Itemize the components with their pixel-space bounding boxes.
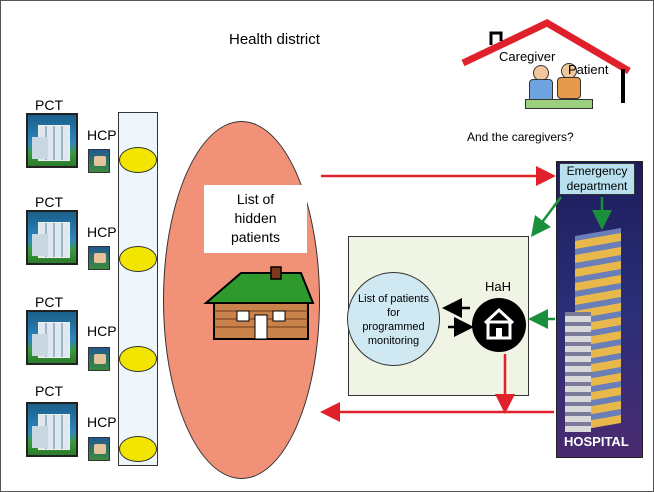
caregiver-label: Caregiver (499, 49, 556, 64)
caregiver-patient-icon (525, 61, 595, 111)
hidden-patients-line: hidden (234, 210, 277, 226)
hah-node (472, 298, 526, 352)
emergency-department-box: Emergency department (559, 163, 635, 195)
hcp-icon (88, 246, 110, 270)
pct-label: PCT (35, 97, 63, 113)
pct-building-icon (26, 113, 78, 168)
pct-building-icon (26, 210, 78, 265)
pct-building-icon (26, 310, 78, 365)
hcp-label: HCP (87, 127, 117, 143)
hospital-label: HOSPITAL (564, 434, 629, 449)
hidden-patients-box: List of hidden patients (204, 185, 307, 253)
monitoring-line: programmed (362, 321, 425, 333)
patient-node (119, 436, 157, 462)
hcp-icon (88, 347, 110, 371)
patient-node (119, 246, 157, 272)
patient-label: Patient (568, 62, 609, 77)
emergency-line: department (566, 179, 628, 193)
hcp-icon (88, 149, 110, 173)
diagram-title: Health district (229, 31, 320, 48)
pct-label: PCT (35, 294, 63, 310)
hah-label: HaH (485, 279, 512, 294)
patient-node (119, 147, 157, 173)
monitoring-line: for (387, 307, 400, 319)
hcp-label: HCP (87, 414, 117, 430)
hcp-icon (88, 437, 110, 461)
green-arrow (531, 196, 562, 237)
hcp-strip (118, 112, 158, 466)
monitoring-line: List of patients (358, 293, 429, 305)
patient-node (119, 346, 157, 372)
caregivers-question: And the caregivers? (467, 130, 574, 144)
roof-icon (461, 19, 631, 75)
monitoring-list-oval: List of patients for programmed monitori… (347, 272, 440, 366)
hidden-patients-line: patients (230, 229, 281, 245)
hidden-patients-line: List of (236, 191, 275, 207)
pct-building-icon (26, 402, 78, 457)
pct-label: PCT (35, 383, 63, 399)
emergency-line: Emergency (566, 164, 628, 178)
monitoring-line: monitoring (367, 335, 420, 347)
pct-label: PCT (35, 194, 63, 210)
hcp-label: HCP (87, 224, 117, 240)
hcp-label: HCP (87, 323, 117, 339)
